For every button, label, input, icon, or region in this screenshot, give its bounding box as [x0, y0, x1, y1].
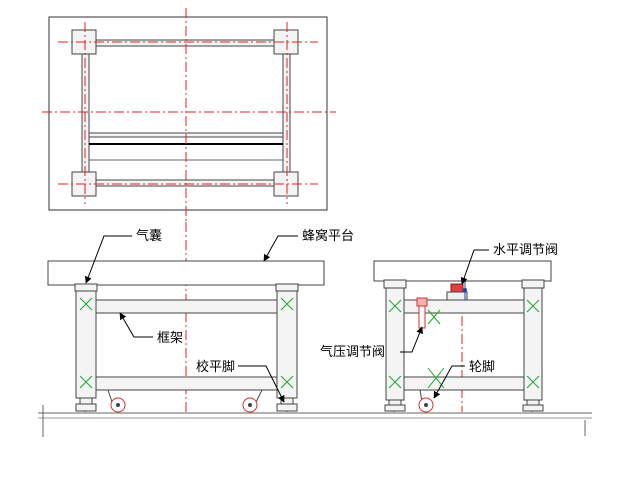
level-valve-body — [446, 291, 468, 301]
top-view — [42, 8, 336, 222]
pressure-valve-knob — [416, 297, 428, 307]
side-foot-left-base — [384, 404, 406, 412]
leader-frame — [119, 312, 153, 338]
spring-mark — [526, 375, 540, 389]
spring-mark — [280, 375, 294, 389]
label-air-bag: 气囊 — [136, 228, 162, 244]
caster-right — [242, 389, 263, 413]
caster-left — [107, 389, 126, 413]
side-air-bag-right — [521, 279, 545, 289]
lower-crossbar — [95, 376, 278, 391]
label-caster: 轮脚 — [469, 359, 495, 375]
side-foot-right — [526, 399, 540, 406]
air-bag-right — [275, 283, 299, 292]
side-leg-right — [523, 287, 543, 401]
side-leg-left — [385, 287, 405, 401]
spring-mark — [79, 375, 93, 389]
spring-mark — [79, 297, 93, 311]
label-frame: 框架 — [157, 331, 183, 346]
side-lower-crossbar — [403, 376, 525, 391]
side-foot-left — [388, 399, 402, 406]
upper-crossbar — [95, 299, 278, 314]
spring-mark — [427, 309, 441, 325]
leveling-foot-left-base — [75, 403, 97, 412]
label-level-valve: 水平调节阀 — [493, 243, 558, 258]
annotations: 气囊 蜂窝平台 框架 校平脚 水平调节阀 气压调节阀 轮脚 — [84, 228, 558, 403]
ground-line — [38, 405, 592, 437]
level-valve-top — [450, 283, 464, 293]
side-foot-right-base — [522, 404, 544, 412]
front-view — [47, 222, 325, 415]
leader-pressure-valve — [400, 326, 423, 353]
label-pressure-valve: 气压调节阀 — [320, 344, 385, 360]
label-leveling-foot: 校平脚 — [196, 359, 235, 375]
leveling-foot-left — [79, 397, 93, 405]
leader-level-valve — [460, 249, 489, 285]
pressure-valve-body — [418, 305, 426, 329]
leader-air-bag — [84, 235, 132, 284]
spring-mark — [280, 297, 294, 311]
side-view — [373, 260, 552, 413]
leader-leveling-foot — [238, 365, 285, 403]
air-bag-left — [74, 283, 98, 292]
pressure-regulator-valve — [416, 297, 428, 329]
spring-mark — [526, 299, 540, 313]
honeycomb-platform — [47, 260, 325, 286]
side-caster — [418, 389, 434, 413]
spring-mark — [388, 299, 402, 313]
side-air-bag-left — [383, 279, 407, 289]
side-platform — [373, 260, 552, 282]
spring-mark — [388, 375, 402, 389]
leveling-foot-right-base — [276, 403, 298, 412]
label-honeycomb-platform: 蜂窝平台 — [302, 228, 354, 244]
leader-honeycomb-platform — [263, 235, 298, 262]
leader-caster — [433, 365, 465, 399]
